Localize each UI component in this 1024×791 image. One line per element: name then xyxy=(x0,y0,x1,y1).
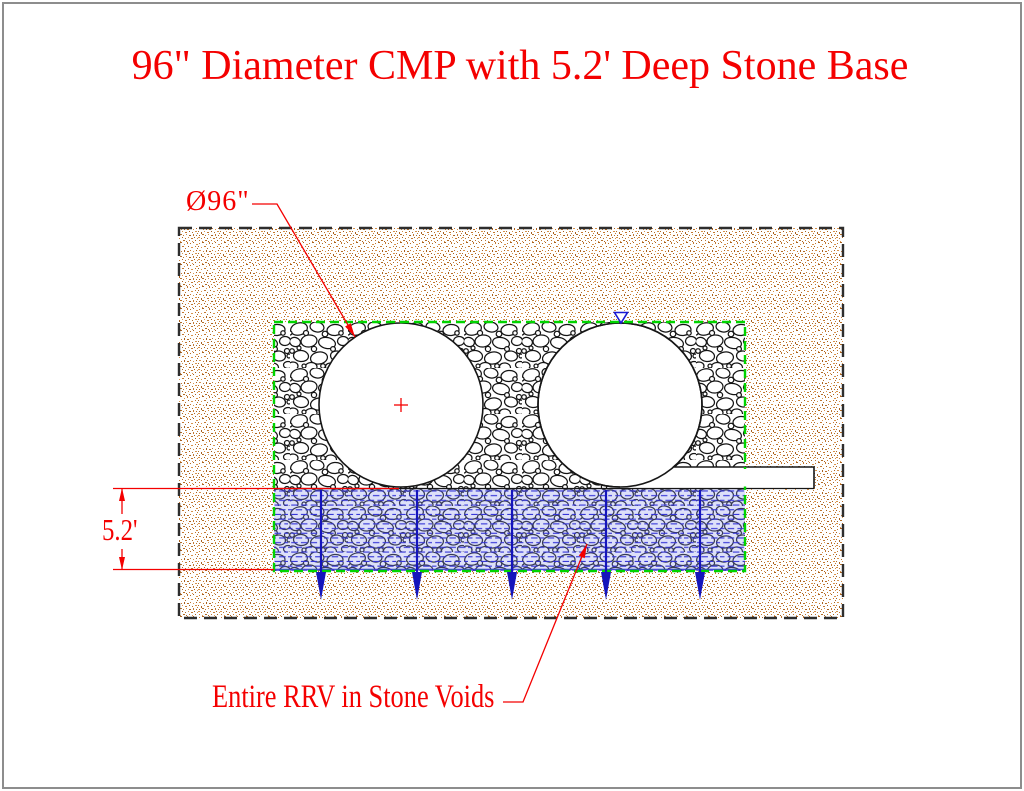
cmp-pipe-right xyxy=(537,322,703,488)
infiltration-arrows xyxy=(316,490,705,600)
rrv-leader xyxy=(503,543,588,703)
diameter-leader xyxy=(252,203,356,338)
outlet-pipe xyxy=(537,322,815,488)
outlet-pipe-overlap xyxy=(742,469,748,487)
rrv-label: Entire RRV in Stone Voids xyxy=(212,679,495,715)
diameter-label: Ø96" xyxy=(186,186,250,217)
depth-label: 5.2' xyxy=(102,512,138,547)
water-table-icon xyxy=(613,311,629,325)
page-title: 96" Diameter CMP with 5.2' Deep Stone Ba… xyxy=(131,43,909,89)
excavation-limit-border xyxy=(272,320,747,573)
soil-boundary-border xyxy=(177,226,845,620)
center-mark xyxy=(394,398,408,412)
stone-base-water-zone xyxy=(274,488,745,571)
stone-depth-dimension xyxy=(113,487,399,571)
